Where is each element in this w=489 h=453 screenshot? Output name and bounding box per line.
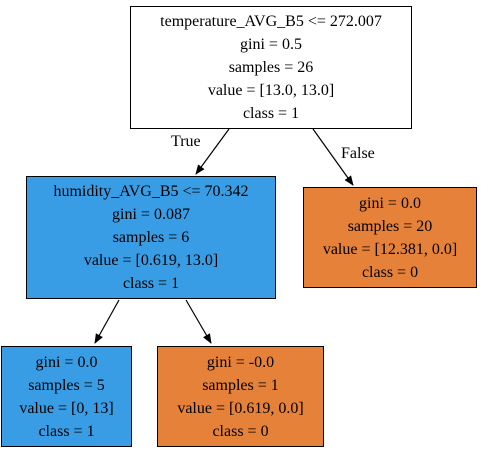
node-samples: samples = 6	[112, 229, 190, 246]
tree-node-left-left: gini = 0.0 samples = 5 value = [0, 13] c…	[1, 346, 132, 447]
node-gini: gini = 0.5	[240, 36, 302, 53]
edge-left-to-left-left	[94, 299, 120, 344]
node-value: value = [13.0, 13.0]	[207, 82, 335, 99]
node-class: class = 1	[38, 422, 95, 440]
node-samples: samples = 1	[202, 376, 279, 394]
tree-node-right: gini = 0.0 samples = 20 value = [12.381,…	[303, 187, 477, 288]
node-class: class = 0	[212, 422, 269, 440]
node-split-condition: temperature_AVG_B5 <= 272.007	[160, 13, 382, 30]
node-class: class = 1	[122, 275, 180, 292]
node-value: value = [0, 13]	[19, 399, 114, 417]
node-samples: samples = 20	[347, 217, 433, 235]
node-class: class = 0	[361, 263, 419, 281]
node-value: value = [0.619, 13.0]	[83, 252, 219, 269]
node-samples: samples = 5	[28, 376, 105, 394]
node-gini: gini = 0.0	[35, 353, 98, 371]
edge-root-to-left	[195, 128, 230, 175]
edge-label-false: False	[341, 145, 375, 162]
node-gini: gini = -0.0	[206, 353, 275, 371]
node-split-condition: humidity_AVG_B5 <= 70.342	[53, 183, 249, 200]
tree-node-left-right: gini = -0.0 samples = 1 value = [0.619, …	[157, 346, 324, 447]
edge-root-to-right	[312, 128, 354, 186]
node-gini: gini = 0.0	[359, 194, 421, 212]
tree-node-root: temperature_AVG_B5 <= 272.007 gini = 0.5…	[130, 6, 412, 129]
edge-label-true: True	[171, 133, 201, 150]
edge-left-to-left-right	[185, 299, 212, 344]
node-value: value = [12.381, 0.0]	[322, 240, 458, 258]
node-gini: gini = 0.087	[112, 206, 190, 223]
node-value: value = [0.619, 0.0]	[177, 399, 304, 417]
node-samples: samples = 26	[228, 59, 314, 76]
tree-node-left: humidity_AVG_B5 <= 70.342 gini = 0.087 s…	[26, 176, 276, 299]
node-class: class = 1	[242, 105, 300, 122]
